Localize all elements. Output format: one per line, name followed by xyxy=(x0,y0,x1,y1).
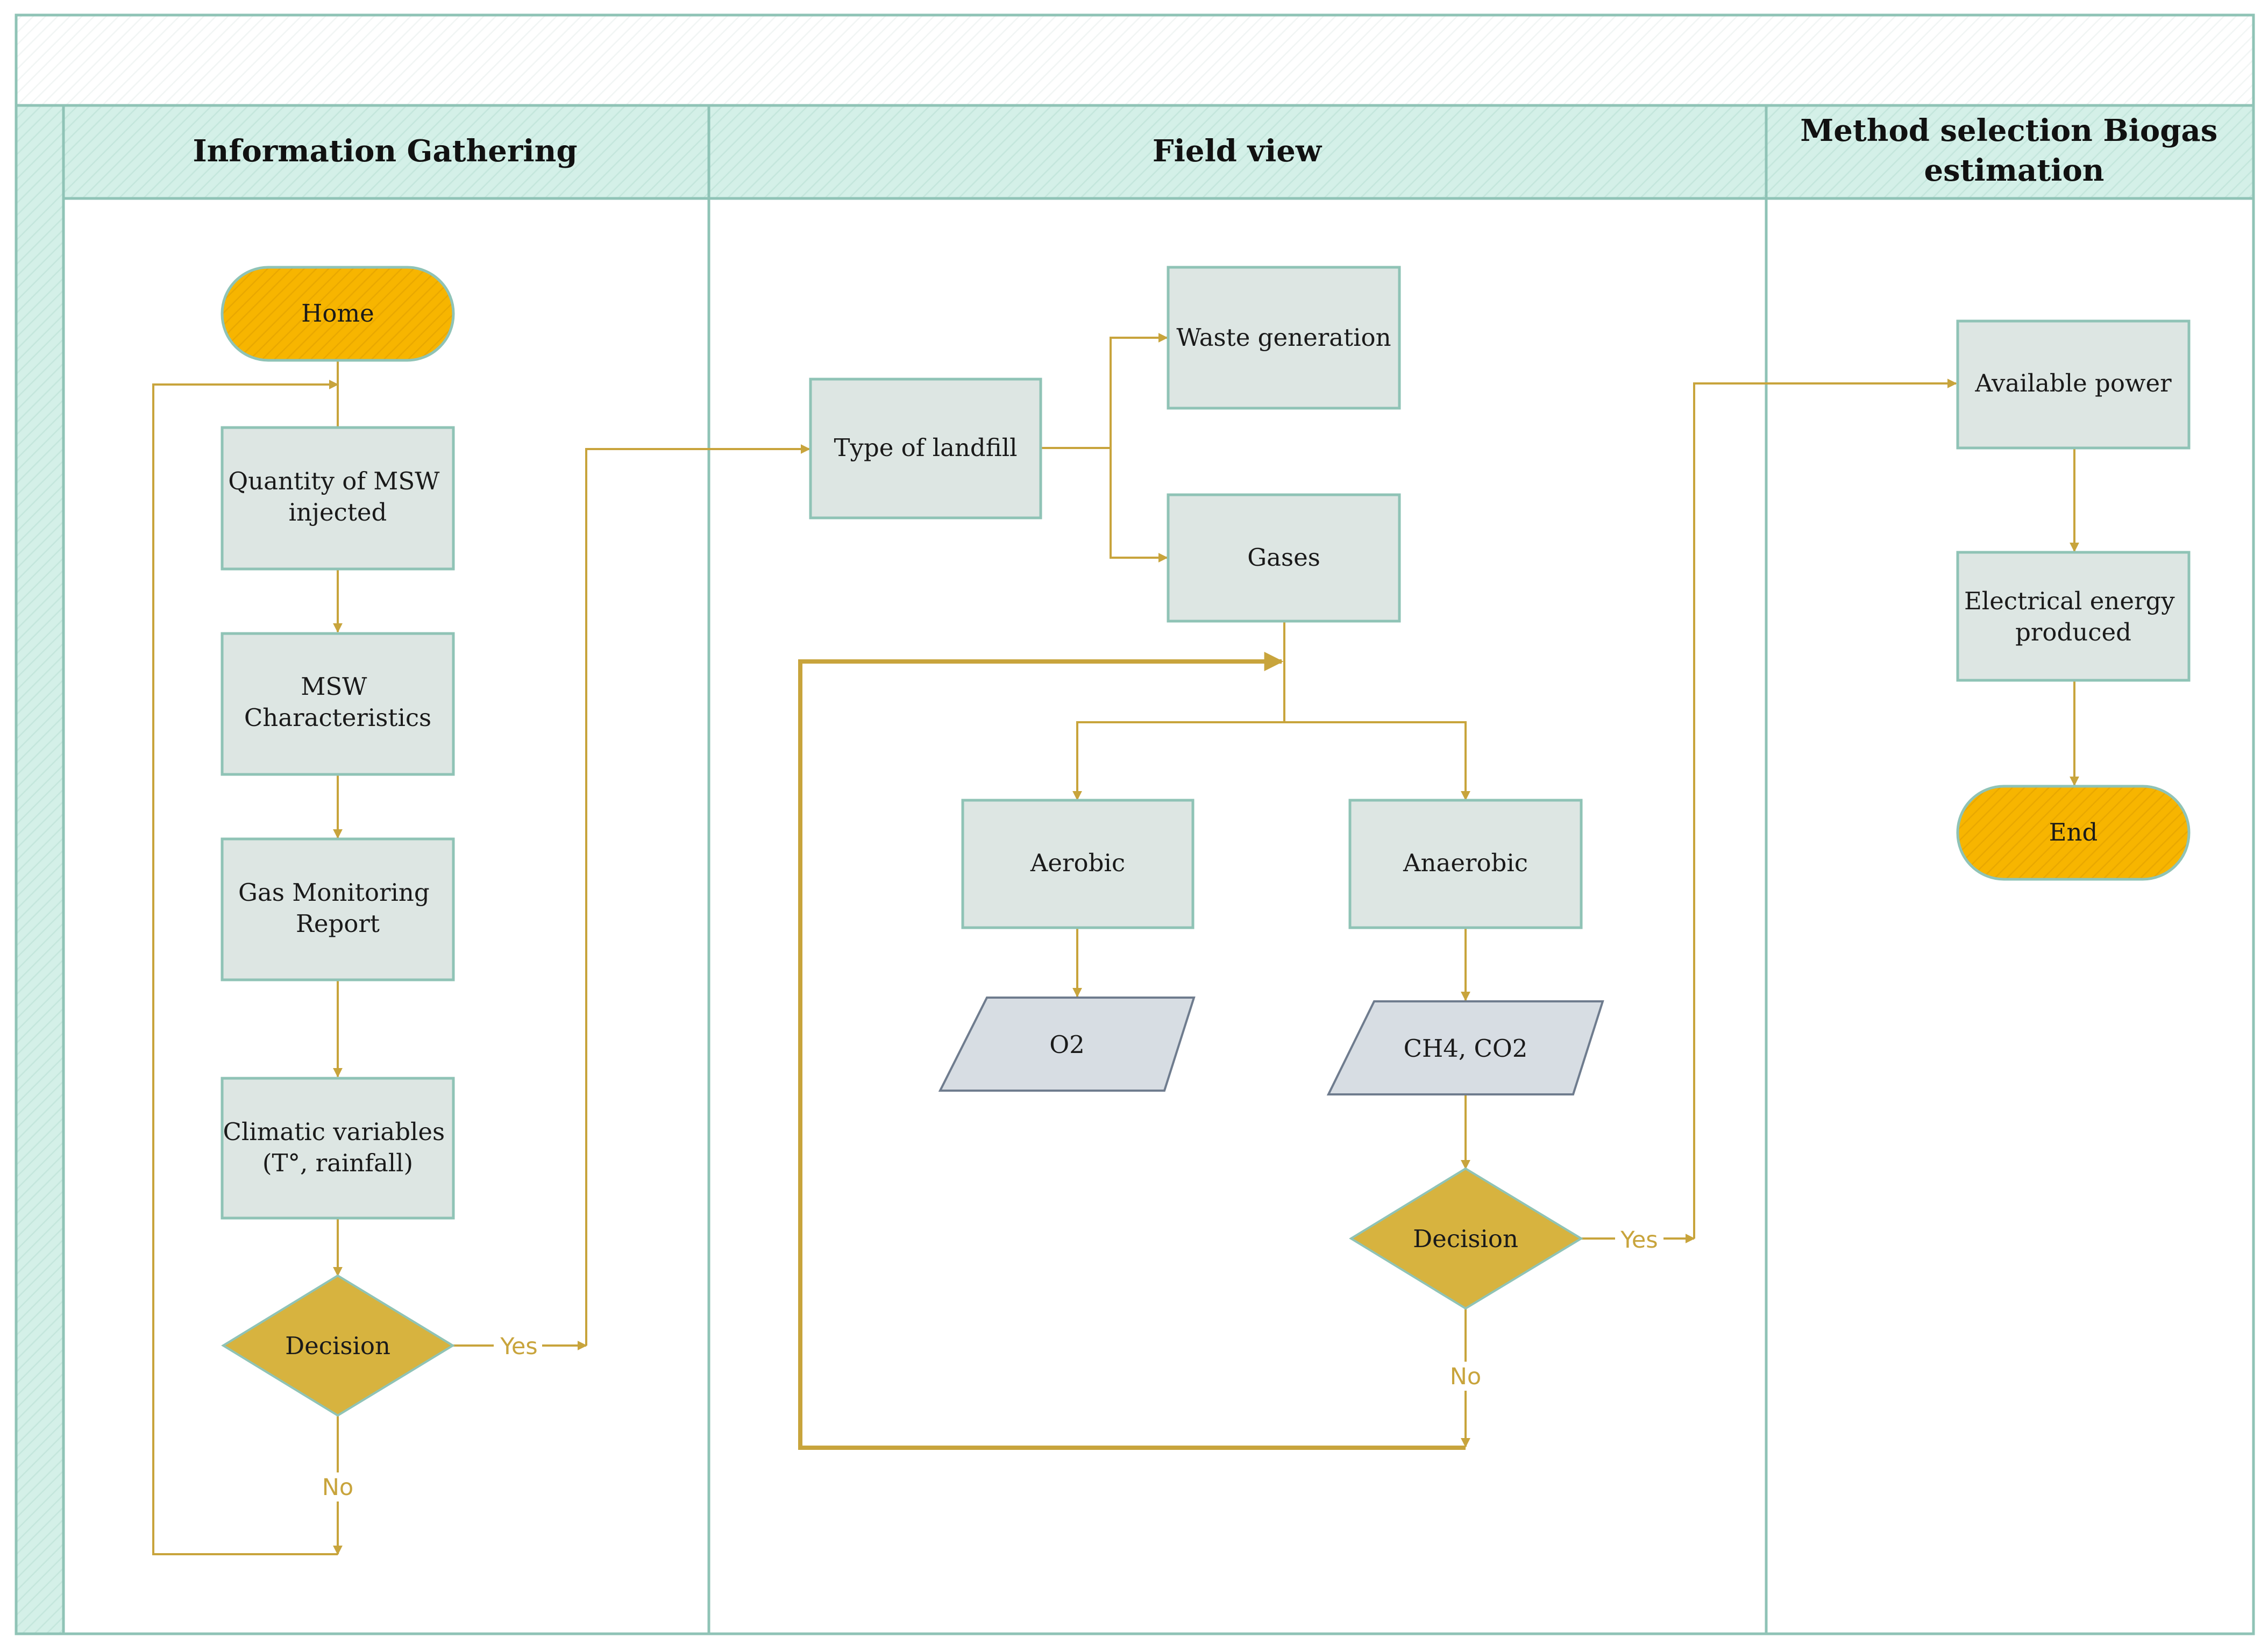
label-decision2-no: No xyxy=(1450,1363,1481,1390)
connector-to-gases xyxy=(1110,448,1168,563)
lane-title-method-selection: Method selection Biogas estimation xyxy=(1800,113,2228,188)
svg-text:MSW Characteristics: MSW Characteristics xyxy=(244,672,431,732)
node-msw-characteristics: MSW Characteristics xyxy=(221,632,455,776)
node-decision-2: Decision xyxy=(1349,1167,1583,1310)
svg-text:Aerobic: Aerobic xyxy=(1030,849,1125,877)
svg-text:Anaerobic: Anaerobic xyxy=(1403,849,1528,877)
lane-information-gathering: Information Gathering xyxy=(62,104,710,200)
pool-frame xyxy=(15,13,2255,1635)
node-available-power: Available power xyxy=(1956,319,2191,450)
svg-text:Available power: Available power xyxy=(1974,369,2172,397)
node-electrical-energy: Electrical energy produced xyxy=(1956,551,2191,682)
node-gas-monitoring: Gas Monitoring Report xyxy=(221,837,455,981)
svg-text:O2: O2 xyxy=(1049,1030,1085,1059)
svg-text:Decision: Decision xyxy=(1413,1225,1518,1253)
node-anaerobic: Anaerobic xyxy=(1348,799,1583,929)
node-waste-generation: Waste generation xyxy=(1167,266,1401,410)
connector-to-anaerobic xyxy=(1284,721,1470,801)
node-climatic-variables: Climatic variables (T°, rainfall) xyxy=(221,1077,455,1220)
lane-field-view: Field view xyxy=(707,104,1768,1634)
node-ch4-co2: CH4, CO2 xyxy=(1326,1000,1604,1095)
connector-yes-to-power xyxy=(1693,379,1957,1239)
node-home: Home xyxy=(221,266,455,362)
lane-method-selection: Method selection Biogas estimation xyxy=(1765,104,2255,1634)
edge-labels: Yes No Yes No xyxy=(317,1226,1663,1501)
node-quantity-msw: Quantity of MSW injected xyxy=(221,426,455,571)
pool-left-strip xyxy=(15,104,65,1635)
svg-text:Waste generation: Waste generation xyxy=(1176,323,1391,352)
lane-title-field-view: Field view xyxy=(1153,133,1323,169)
svg-text:Type of landfill: Type of landfill xyxy=(834,433,1017,462)
svg-text:Home: Home xyxy=(301,299,374,328)
svg-text:Decision: Decision xyxy=(285,1332,390,1360)
svg-text:CH4, CO2: CH4, CO2 xyxy=(1404,1034,1528,1063)
connector-no-loop-left xyxy=(152,380,339,1555)
svg-text:Quantity of MSW injected: Quantity of MSW injected xyxy=(228,467,447,526)
connector-to-aerobic xyxy=(1072,721,1284,801)
node-o2: O2 xyxy=(938,997,1196,1092)
svg-text:End: End xyxy=(2049,818,2098,846)
lane-title-information-gathering: Information Gathering xyxy=(193,133,577,169)
node-type-landfill: Type of landfill xyxy=(809,378,1042,520)
connector-no-loop-field xyxy=(798,652,1466,1450)
node-decision-1: Decision xyxy=(221,1274,455,1417)
pool-title-band xyxy=(15,13,2255,107)
svg-text:Gas Monitoring Report: Gas Monitoring Report xyxy=(238,878,437,938)
label-decision1-no: No xyxy=(322,1474,353,1501)
connectors xyxy=(152,333,2079,1555)
svg-text:Electrical energy produc: Electrical energy produced xyxy=(1964,587,2182,646)
node-end: End xyxy=(1956,785,2191,881)
lane-header-method-selection xyxy=(1765,104,2255,200)
connector-yes-to-landfill xyxy=(585,444,810,1346)
lane-header-field-view xyxy=(707,104,1768,200)
label-decision1-yes: Yes xyxy=(500,1333,537,1360)
svg-text:Gases: Gases xyxy=(1247,543,1320,572)
label-decision2-yes: Yes xyxy=(1620,1227,1658,1254)
connector-to-waste xyxy=(1110,333,1168,448)
node-aerobic: Aerobic xyxy=(961,799,1195,929)
svg-text:Climatic variables (T°,: Climatic variables (T°, rainfall) xyxy=(223,1118,453,1177)
node-gases: Gases xyxy=(1167,493,1401,623)
